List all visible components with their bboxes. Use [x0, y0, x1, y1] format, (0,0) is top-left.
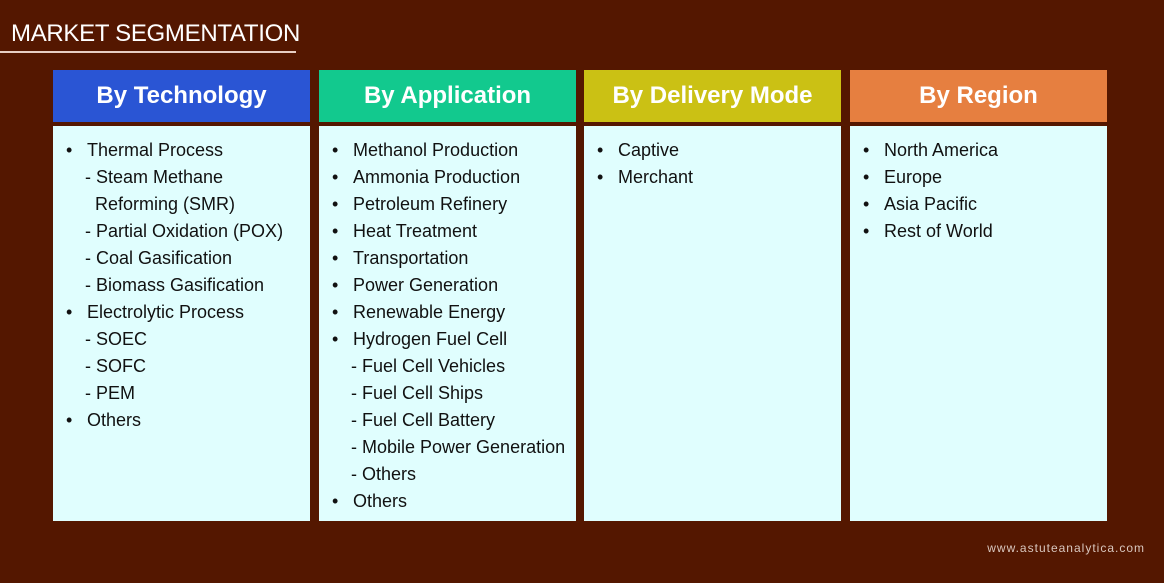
segment-header: By Application: [319, 70, 576, 122]
bullet-icon: •: [863, 194, 870, 214]
bullet-icon: •: [332, 302, 339, 322]
list-item-label: - PEM: [85, 383, 136, 403]
bullet-icon: •: [863, 167, 870, 187]
list-item-label: Renewable Energy: [353, 302, 506, 322]
list-item: • Heat Treatment: [319, 218, 576, 245]
bullet-icon: •: [332, 167, 339, 187]
list-item: • Merchant: [584, 164, 841, 191]
bullet-icon: •: [332, 491, 339, 511]
list-item-label: Others: [87, 410, 142, 430]
list-item: - Fuel Cell Battery: [319, 407, 576, 434]
segment-column-delivery-mode: By Delivery Mode • Captive • Merchant: [584, 70, 841, 521]
list-item: - Mobile Power Generation: [319, 434, 576, 461]
list-item: • Transportation: [319, 245, 576, 272]
segment-column-technology: By Technology • Thermal Process - Steam Met…: [53, 70, 310, 521]
list-item: • Electrolytic Process: [53, 299, 310, 326]
segment-list: •Methanol Production•Ammonia Production•…: [319, 126, 576, 521]
list-item-label: - Fuel Cell Ships: [351, 383, 484, 403]
segment-header: By Technology: [53, 70, 310, 122]
list-item: • North America: [850, 137, 1107, 164]
list-item: Reforming (SMR): [53, 191, 310, 218]
list-item-label: Power Generation: [353, 275, 499, 295]
list-item-label: Merchant: [618, 167, 694, 187]
list-item-label: North America: [884, 140, 999, 160]
list-item-label: - Coal Gasification: [85, 248, 233, 268]
list-item-label: Ammonia Production: [353, 167, 521, 187]
segment-column-region: By Region • North America • Europe • Asia Paci…: [850, 70, 1107, 521]
list-item: • Hydrogen Fuel Cell: [319, 326, 576, 353]
list-item: - Others: [319, 461, 576, 488]
bullet-icon: •: [66, 410, 73, 430]
list-item: - Coal Gasification: [53, 245, 310, 272]
list-item: • Captive: [584, 137, 841, 164]
bullet-icon: •: [863, 221, 870, 241]
list-item-label: Rest of World: [884, 221, 993, 241]
bullet-icon: •: [332, 194, 339, 214]
list-item-label: - Fuel Cell Battery: [351, 410, 496, 430]
list-item: • Asia Pacific: [850, 191, 1107, 218]
list-item: • Petroleum Refinery: [319, 191, 576, 218]
list-item-label: Asia Pacific: [884, 194, 978, 214]
list-item: • Renewable Energy: [319, 299, 576, 326]
list-item: - Fuel Cell Vehicles: [319, 353, 576, 380]
bullet-icon: •: [597, 167, 604, 187]
list-item-label: Electrolytic Process: [87, 302, 245, 322]
bullet-icon: •: [332, 248, 339, 268]
bullet-icon: •: [332, 221, 339, 241]
list-item: - Steam Methane: [53, 164, 310, 191]
list-item: - Fuel Cell Ships: [319, 380, 576, 407]
list-item-label: - Fuel Cell Vehicles: [351, 356, 506, 376]
list-item: • Thermal Process: [53, 137, 310, 164]
list-item-label: Others: [353, 491, 408, 511]
list-item-label: Heat Treatment: [353, 221, 478, 241]
list-item-label: Petroleum Refinery: [353, 194, 508, 214]
bullet-icon: •: [66, 140, 73, 160]
segment-column-application: By Application • Methanol Production • Ammon…: [319, 70, 576, 521]
list-item: - SOEC: [53, 326, 310, 353]
list-item: • Others: [53, 407, 310, 434]
list-item-label: - SOEC: [85, 329, 148, 349]
list-item-label: Reforming (SMR): [95, 194, 236, 214]
bullet-icon: •: [332, 275, 339, 295]
title-underline: [0, 51, 296, 53]
list-item: • Power Generation: [319, 272, 576, 299]
list-item-label: Captive: [618, 140, 680, 160]
segment-header: By Region: [850, 70, 1107, 122]
list-item: - SOFC: [53, 353, 310, 380]
footer-url: www.astuteanalytica.com: [987, 541, 1145, 555]
list-item: • Methanol Production: [319, 137, 576, 164]
segment-list: • North America • Europe • Asia Pacific • Rest …: [850, 126, 1107, 521]
list-item-label: - Mobile Power Generation: [351, 437, 566, 457]
list-item-label: - Others: [351, 464, 417, 484]
list-item-label: Europe: [884, 167, 943, 187]
bullet-icon: •: [597, 140, 604, 160]
list-item: • Ammonia Production: [319, 164, 576, 191]
list-item: • Europe: [850, 164, 1107, 191]
bullet-icon: •: [66, 302, 73, 322]
list-item: - PEM: [53, 380, 310, 407]
bullet-icon: •: [332, 140, 339, 160]
list-item: - Partial Oxidation (POX): [53, 218, 310, 245]
list-item: • Rest of World: [850, 218, 1107, 245]
list-item-label: Transportation: [353, 248, 469, 268]
list-item: • Others: [319, 488, 576, 515]
list-item-label: - Steam Methane: [85, 167, 224, 187]
list-item-label: - SOFC: [85, 356, 146, 376]
list-item-label: Thermal Process: [87, 140, 224, 160]
list-item-label: Methanol Production: [353, 140, 519, 160]
segment-list: • Captive • Merchant: [584, 126, 841, 521]
segment-header: By Delivery Mode: [584, 70, 841, 122]
bullet-icon: •: [332, 329, 339, 349]
list-item-label: Hydrogen Fuel Cell: [353, 329, 508, 349]
list-item: - Biomass Gasification: [53, 272, 310, 299]
page-title: MARKET SEGMENTATION: [11, 20, 300, 47]
list-item-label: - Partial Oxidation (POX): [85, 221, 284, 241]
bullet-icon: •: [863, 140, 870, 160]
list-item-label: - Biomass Gasification: [85, 275, 265, 295]
